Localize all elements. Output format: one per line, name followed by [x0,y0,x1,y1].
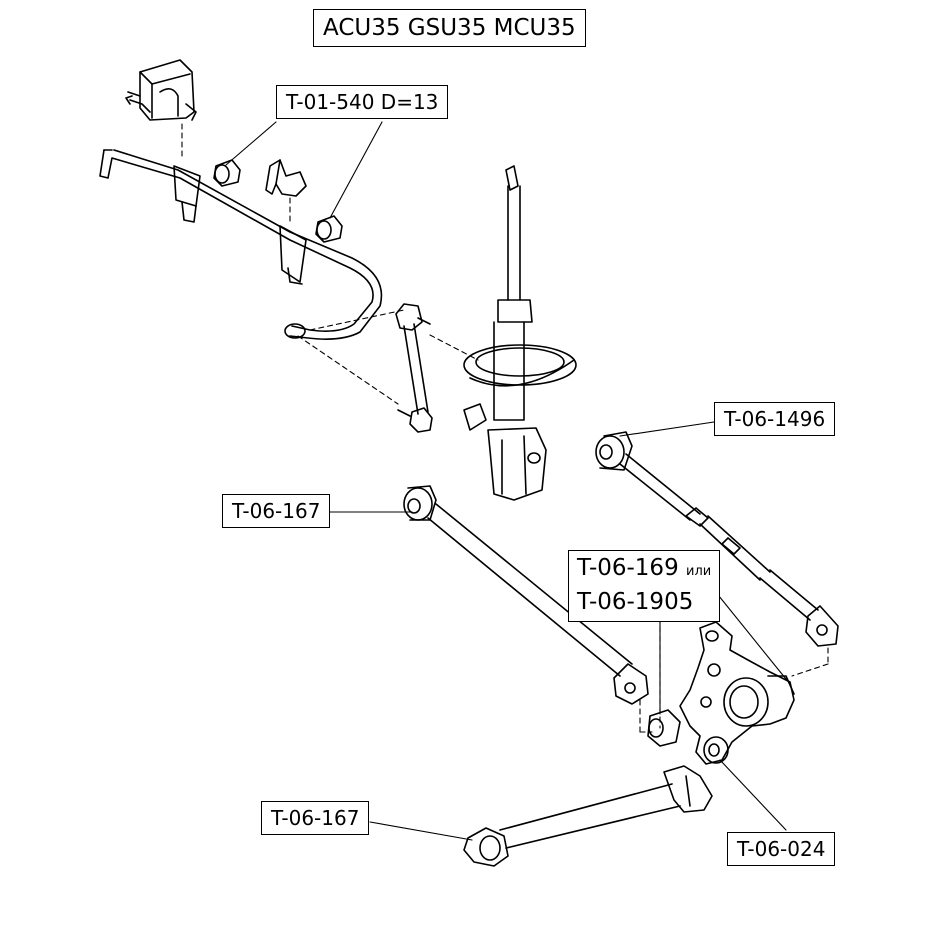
callout-upper-rear-arm: T-06-1496 [714,402,836,436]
stabilizer-link [395,303,433,433]
upper-rear-arm [595,431,839,647]
knuckle-bushing-part-b: T-06-1905 [577,589,694,615]
callout-front-lower-arm: T-06-167 [222,494,331,528]
rear-lower-arm [463,765,713,867]
front-lower-arm [403,485,649,705]
callout-knuckle-bushing-line-1: T-06-169 или [577,553,711,587]
model-title: ACU35 GSU35 MCU35 [313,9,586,47]
callout-knuckle-bottom: T-06-024 [727,832,836,866]
knuckle-bushing-part-a: T-06-169 [577,555,679,581]
stabilizer-clip [265,159,307,197]
knuckle [679,621,795,765]
callout-knuckle-bushing: T-06-169 или T-06-1905 [568,550,721,622]
shock-absorber [463,165,577,501]
stabilizer-bracket [125,59,197,121]
leader-lines [225,121,791,841]
stabilizer-bar [99,149,383,340]
stabilizer-bushing-right [315,215,343,243]
callout-stabilizer-bushing: T-01-540 D=13 [276,85,449,119]
callout-rear-lower-arm: T-06-167 [261,801,370,835]
knuckle-bushing-or: или [686,564,712,579]
knuckle-bushing [647,709,681,747]
